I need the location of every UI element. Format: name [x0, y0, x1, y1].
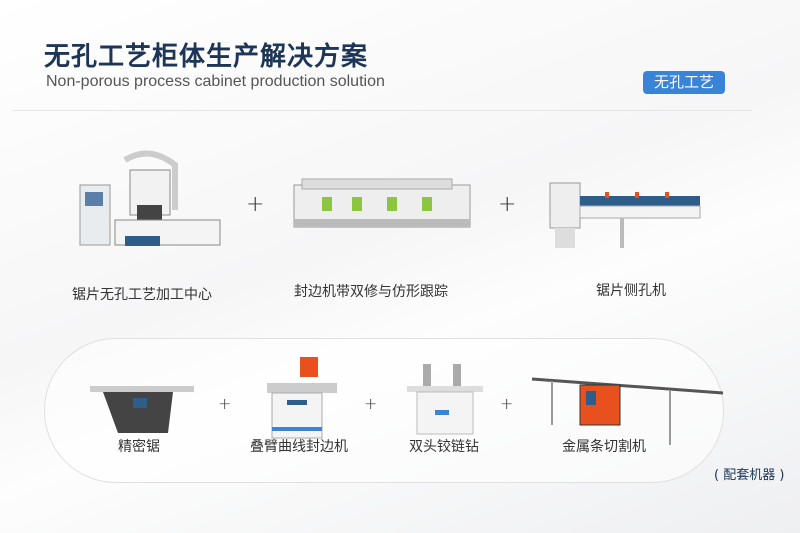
plus-sign: + — [218, 394, 232, 413]
side-hole-drilling-machine-image — [549, 182, 701, 248]
machine-label: 金属条切割机 — [562, 439, 646, 455]
plus-sign: + — [498, 192, 517, 217]
plus-sign: + — [500, 394, 514, 413]
machine-label: 锯片无孔工艺加工中心 — [72, 287, 212, 303]
machine-label: 双头铰链钻 — [409, 439, 479, 455]
machine-label: 叠臂曲线封边机 — [250, 439, 348, 455]
machine-label: 精密锯 — [118, 439, 160, 455]
divider — [12, 110, 752, 111]
machine-label: 锯片侧孔机 — [596, 283, 666, 299]
cnc-machining-center-image — [79, 150, 221, 246]
metal-strip-cutter-image — [531, 377, 724, 445]
edge-banding-machine-image — [293, 178, 471, 228]
accessory-note: ( 配套机器 ) — [714, 468, 785, 483]
page-subtitle: Non-porous process cabinet production so… — [46, 73, 385, 90]
double-head-hinge-drill-image — [407, 364, 483, 435]
plus-sign: + — [364, 394, 378, 413]
precision-saw-image — [90, 386, 194, 433]
page-title: 无孔工艺柜体生产解决方案 — [44, 42, 369, 72]
process-badge[interactable]: 无孔工艺 — [643, 71, 725, 94]
curve-edge-bander-image — [267, 357, 337, 439]
plus-sign: + — [246, 192, 265, 217]
machine-label: 封边机带双修与仿形跟踪 — [294, 284, 448, 300]
